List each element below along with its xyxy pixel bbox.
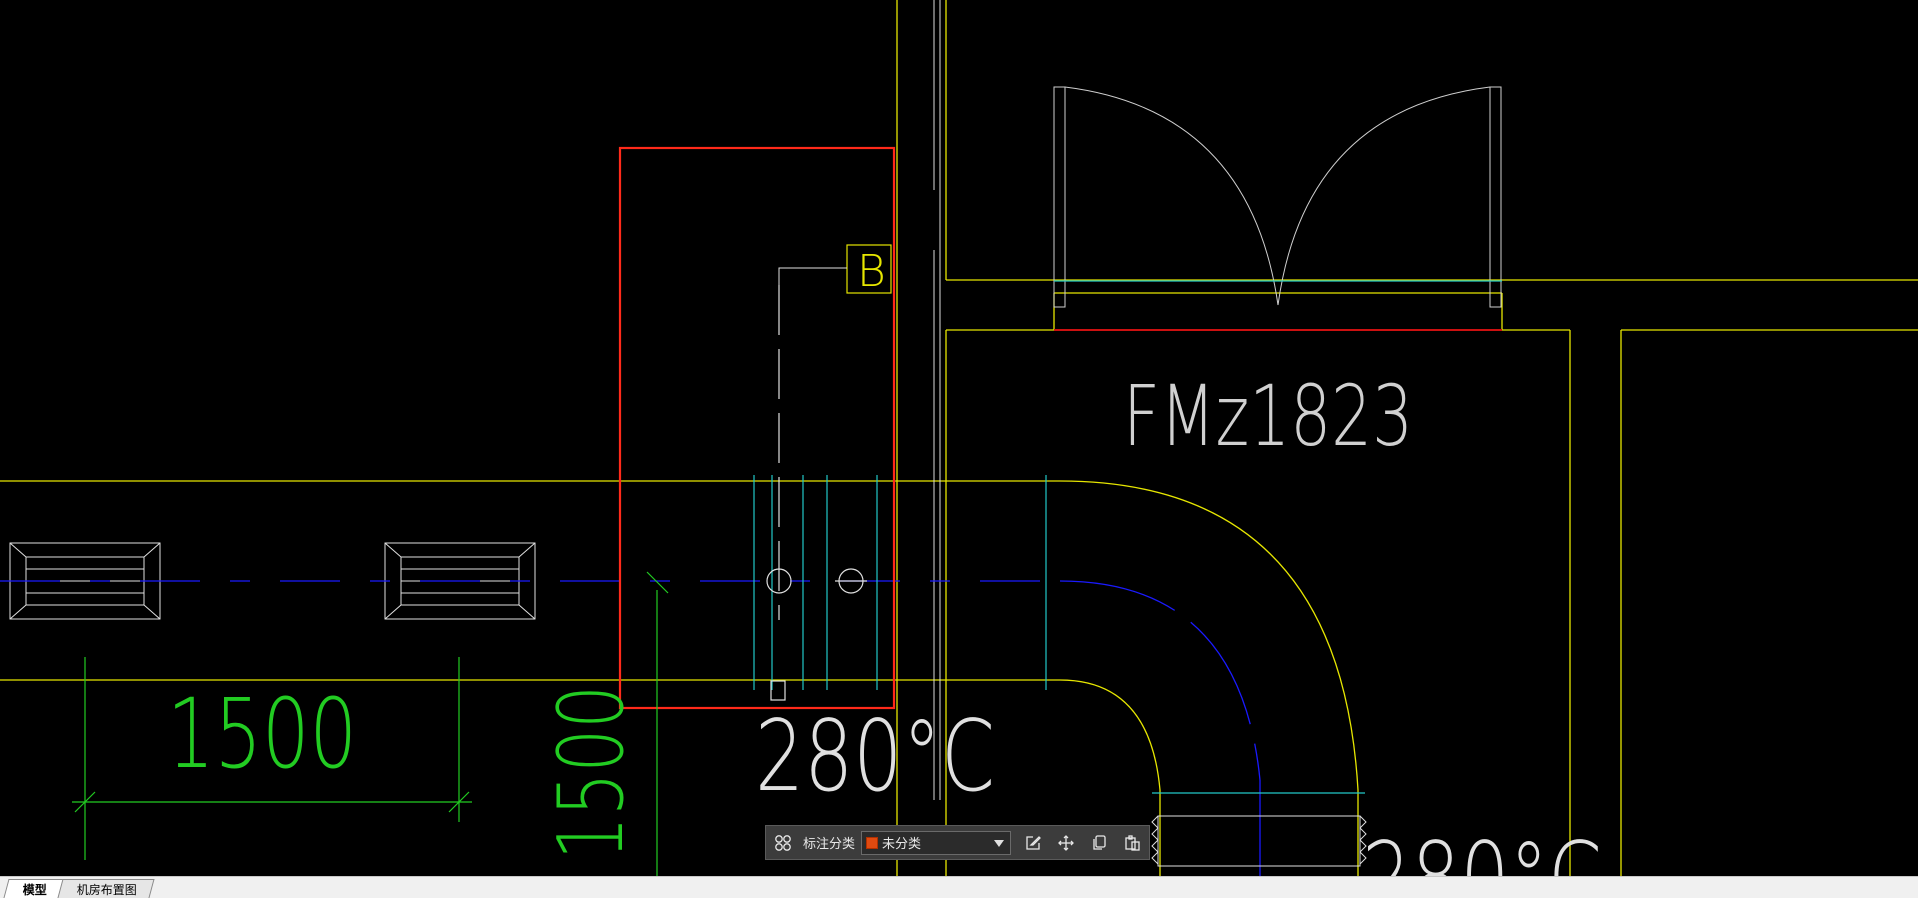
category-color-swatch: [866, 836, 879, 849]
copy-icon[interactable]: [1087, 831, 1111, 855]
chevron-down-icon[interactable]: [994, 839, 1005, 847]
edit-icon[interactable]: [1021, 831, 1045, 855]
temperature-label-partial: 280°C: [1362, 822, 1602, 876]
grid-bubble-label: B: [857, 246, 886, 297]
category-value: 未分类: [882, 837, 922, 852]
dimension-vertical[interactable]: [646, 571, 669, 876]
tab-machine-room-layout[interactable]: 机房布置图: [57, 879, 155, 898]
double-door-symbol[interactable]: [1053, 86, 1502, 308]
valve-circles: [766, 568, 867, 701]
door-tag-label: FMz1823: [1123, 367, 1413, 465]
cyan-equipment-lines: [753, 475, 1365, 794]
dimension-horizontal[interactable]: [72, 657, 472, 860]
wall-lines: [0, 0, 1918, 876]
category-label: 标注分类: [803, 837, 856, 852]
duct-centerline: [0, 580, 1261, 876]
paste-icon[interactable]: [1120, 831, 1144, 855]
annotation-toolbar[interactable]: 标注分类 未分类: [765, 825, 1150, 860]
category-dropdown[interactable]: 未分类: [861, 830, 1012, 855]
tab-model-label: 模型: [22, 882, 47, 897]
cad-drawing-area[interactable]: FMz1823: [0, 0, 1918, 876]
cad-canvas[interactable]: FMz1823: [0, 0, 1918, 876]
fire-damper-symbol[interactable]: [1151, 815, 1367, 867]
temperature-label: 280°C: [755, 700, 995, 814]
tab-machine-room-layout-label: 机房布置图: [76, 882, 137, 897]
grid-four-icon[interactable]: [771, 831, 795, 855]
dimension-vertical-label: 1500: [539, 685, 644, 860]
selection-box[interactable]: [618, 146, 896, 710]
wall-gap-lines: [933, 0, 941, 800]
layout-tab-bar: 模型 机房布置图: [0, 876, 1918, 898]
move-icon[interactable]: [1054, 831, 1078, 855]
tab-model[interactable]: 模型: [3, 879, 65, 898]
dimension-horizontal-label: 1500: [167, 678, 357, 790]
grid-bubble-b[interactable]: B: [778, 244, 892, 620]
